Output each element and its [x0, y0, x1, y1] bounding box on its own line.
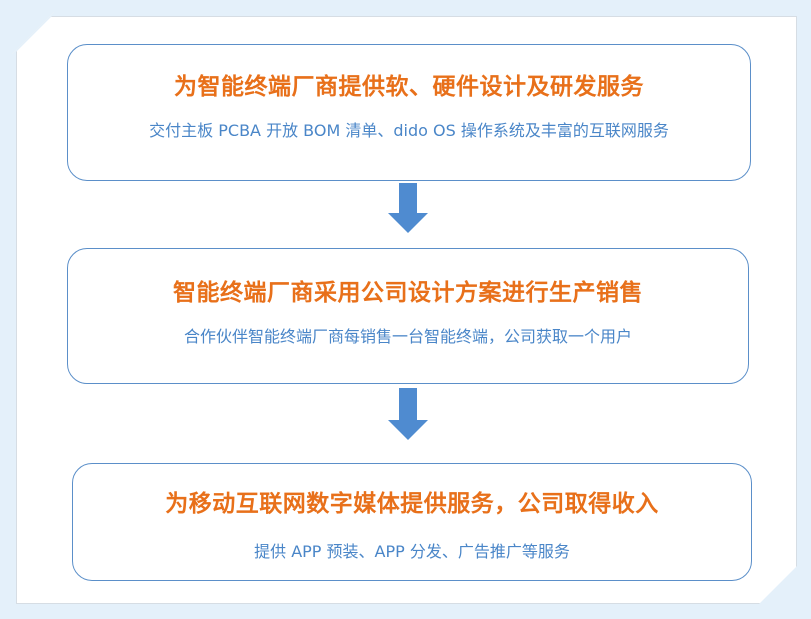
step-2-box: 智能终端厂商采用公司设计方案进行生产销售 合作伙伴智能终端厂商每销售一台智能终端… — [67, 248, 749, 384]
arrow-down-icon — [388, 183, 428, 233]
step-1-title: 为智能终端厂商提供软、硬件设计及研发服务 — [174, 74, 644, 100]
step-1-subtitle: 交付主板 PCBA 开放 BOM 清单、dido OS 操作系统及丰富的互联网服… — [149, 121, 669, 140]
step-3-subtitle: 提供 APP 预装、APP 分发、广告推广等服务 — [254, 542, 570, 561]
step-2-title: 智能终端厂商采用公司设计方案进行生产销售 — [173, 280, 643, 306]
arrow-down-icon — [388, 388, 428, 442]
step-1-box: 为智能终端厂商提供软、硬件设计及研发服务 交付主板 PCBA 开放 BOM 清单… — [67, 44, 751, 181]
step-3-title: 为移动互联网数字媒体提供服务，公司取得收入 — [165, 491, 659, 517]
step-3-box: 为移动互联网数字媒体提供服务，公司取得收入 提供 APP 预装、APP 分发、广… — [72, 463, 752, 581]
step-2-subtitle: 合作伙伴智能终端厂商每销售一台智能终端，公司获取一个用户 — [183, 327, 632, 346]
